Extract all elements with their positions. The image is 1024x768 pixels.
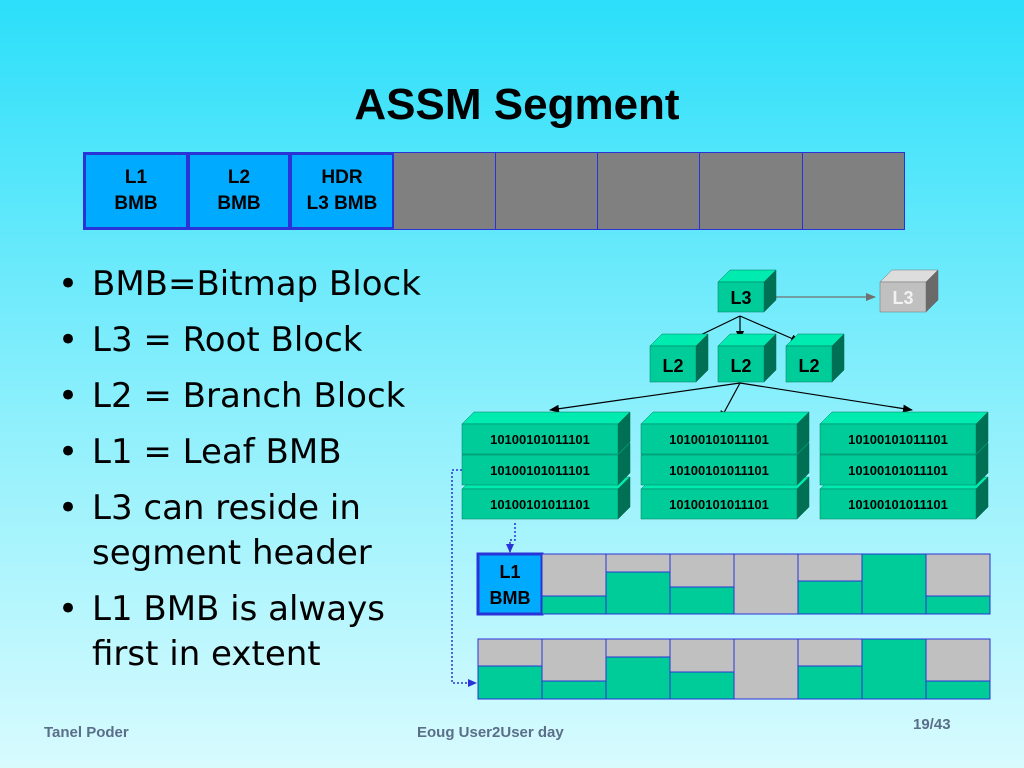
l1-bitmap-text: 10100101011101 — [669, 463, 769, 478]
segment-data-block — [393, 152, 497, 230]
bullet-item: L2 = Branch Block — [52, 374, 482, 419]
segment-block-label: HDR L3 BMB — [307, 165, 378, 217]
segment-block-label-line2: L3 BMB — [306, 193, 378, 214]
segment-block-label-line1: L1 — [124, 167, 148, 188]
extent-block-fill — [669, 586, 735, 615]
bullet-text-continued: first in extent — [92, 634, 321, 674]
l1-bitmap-block — [640, 411, 810, 455]
bullet-text: L1 BMB is always — [92, 589, 385, 629]
bullet-item: L1 = Leaf BMB — [52, 430, 482, 475]
extent-block-fill — [797, 665, 863, 700]
l2-branch-label: L2 — [730, 356, 751, 376]
tree-edge — [739, 315, 801, 343]
extent-block-fill — [541, 680, 607, 700]
l1-bitmap-text: 10100101011101 — [490, 463, 590, 478]
l1-bitmap-text: 10100101011101 — [848, 463, 948, 478]
extent-block-fill — [925, 595, 991, 615]
bullet-item: L1 BMB is always first in extent — [52, 587, 482, 677]
segment-block-label-line1: L2 — [227, 167, 251, 188]
l3-alt-block — [879, 269, 939, 313]
l3-alt-label: L3 — [892, 288, 913, 308]
bullet-text-continued: segment header — [92, 533, 372, 573]
l3-root-block — [717, 269, 777, 313]
l2-branch-block — [785, 333, 845, 383]
extent-block-fill — [861, 638, 927, 700]
l1-bitmap-block — [461, 476, 631, 520]
extent-l1-label-line2: BMB — [490, 588, 531, 608]
bullet-text: L1 = Leaf BMB — [92, 432, 342, 472]
bullet-text: L3 can reside in — [92, 488, 361, 528]
l1-bitmap-text: 10100101011101 — [848, 497, 948, 512]
extent-block-fill — [925, 680, 991, 700]
bullet-text: BMB=Bitmap Block — [92, 264, 421, 304]
l3-root-label: L3 — [730, 288, 751, 308]
segment-block-label-line2: BMB — [217, 193, 261, 214]
l2-branch-block — [717, 333, 777, 383]
segment-data-block — [495, 152, 599, 230]
extent-block-fill — [605, 656, 671, 700]
extent-block-fill — [605, 571, 671, 615]
l1-bitmap-text: 10100101011101 — [669, 497, 769, 512]
extent-block-fill — [477, 665, 543, 700]
extent-block-fill — [669, 671, 735, 700]
segment-data-block — [802, 152, 905, 230]
segment-data-block — [699, 152, 804, 230]
tree-edge — [549, 382, 741, 413]
bullet-item: BMB=Bitmap Block — [52, 262, 482, 307]
bullet-text: L3 = Root Block — [92, 320, 363, 360]
l1-bitmap-block — [819, 411, 989, 455]
footer-author: Tanel Poder — [44, 724, 129, 741]
tree-edge — [739, 382, 913, 413]
bitmap-to-extent-connector — [451, 469, 477, 687]
l1-bitmap-block — [461, 411, 631, 455]
bullet-text: L2 = Branch Block — [92, 376, 406, 416]
l2-branch-label: L2 — [662, 356, 683, 376]
footer-event: Eoug User2User day — [417, 724, 564, 741]
segment-block-label-line2: BMB — [114, 193, 158, 214]
extent-data-block — [733, 553, 799, 615]
l1-bitmap-text: 10100101011101 — [669, 432, 769, 447]
extent-block-fill — [541, 595, 607, 615]
l2-branch-label: L2 — [798, 356, 819, 376]
bullet-item: L3 can reside in segment header — [52, 486, 482, 576]
l2-branch-block — [649, 333, 709, 383]
bitmap-to-extent-connector — [506, 523, 516, 553]
extent-l1-bmb-block — [476, 552, 544, 616]
segment-block-label-line1: HDR — [321, 167, 363, 188]
page-number: 19/43 — [913, 716, 951, 733]
l1-bitmap-text: 10100101011101 — [490, 432, 590, 447]
slide-title: ASSM Segment — [354, 80, 680, 129]
bullet-item: L3 = Root Block — [52, 318, 482, 363]
extent-l1-label-line1: L1 — [499, 562, 520, 582]
l1-bitmap-text: 10100101011101 — [848, 432, 948, 447]
l1-bitmap-text: 10100101011101 — [490, 497, 590, 512]
segment-data-block — [597, 152, 701, 230]
extent-data-block — [733, 638, 799, 700]
extent-block-fill — [797, 580, 863, 615]
bullet-list: BMB=Bitmap Block L3 = Root Block L2 = Bran… — [52, 262, 482, 688]
extent-block-fill — [861, 553, 927, 615]
